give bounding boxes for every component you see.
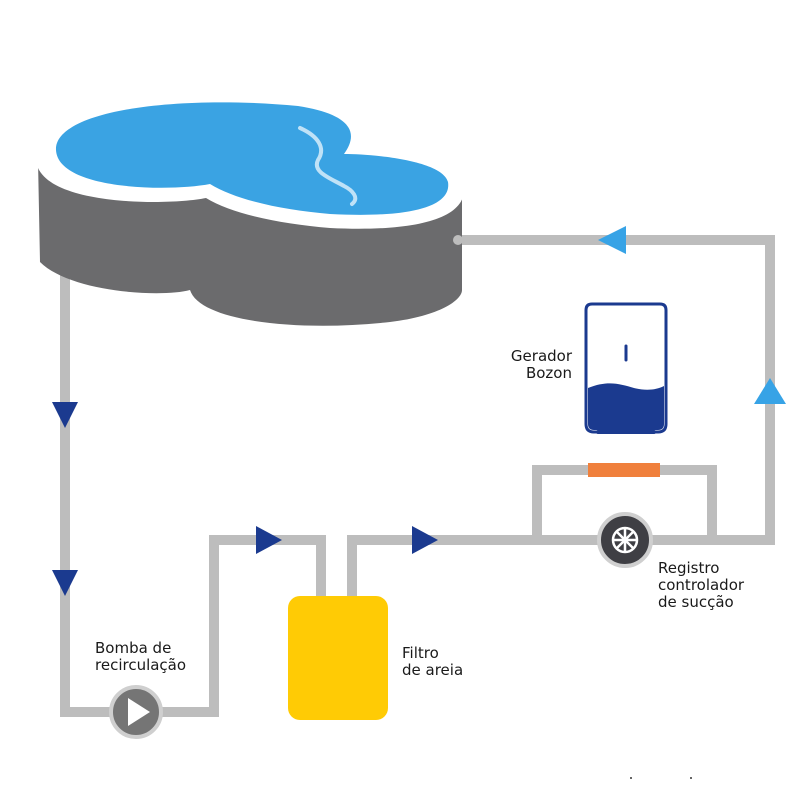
play-icon	[128, 698, 150, 726]
generator-water	[588, 383, 664, 430]
arrow-down-1	[52, 402, 78, 428]
decorative-specks	[630, 777, 692, 779]
valve-label: Registro controlador de sucção	[658, 560, 744, 611]
flow-arrows	[52, 226, 786, 596]
valve-label-line-1: Registro	[658, 559, 720, 577]
filter-to-valve-pipe	[347, 535, 598, 598]
bozon-generator	[584, 302, 668, 434]
filter-label-line-2: de areia	[402, 661, 464, 679]
suction-control-valve	[597, 512, 653, 568]
arrow-left-return	[598, 226, 626, 254]
bypass-connector	[588, 463, 660, 477]
valve-label-line-2: controlador	[658, 576, 745, 594]
pump-label-line-2: recirculação	[95, 656, 187, 674]
valve-label-line-3: de sucção	[658, 593, 734, 611]
pump-to-filter-pipe	[160, 535, 326, 717]
sand-filter	[288, 596, 388, 720]
pool-water-highlight	[298, 126, 358, 206]
recirculation-pump	[109, 685, 163, 739]
swimming-pool	[35, 89, 465, 326]
arrow-right-filter	[412, 526, 438, 554]
valve-wheel-icon	[611, 526, 639, 554]
pump-label: Bomba de recirculação	[95, 640, 186, 674]
arrow-up-return	[754, 378, 786, 404]
filter-label-line-1: Filtro	[402, 644, 439, 662]
pool-water	[55, 102, 449, 215]
generator-label-line-1: Gerador	[510, 347, 572, 365]
arrow-right-pump	[256, 526, 282, 554]
pump-label-line-1: Bomba de	[95, 639, 172, 657]
generator-label-line-2: Bozon	[525, 364, 572, 382]
arrow-down-2	[52, 570, 78, 596]
filter-label: Filtro de areia	[402, 645, 463, 679]
generator-label: Gerador Bozon	[476, 348, 572, 382]
pool-return-nozzle	[453, 235, 463, 245]
